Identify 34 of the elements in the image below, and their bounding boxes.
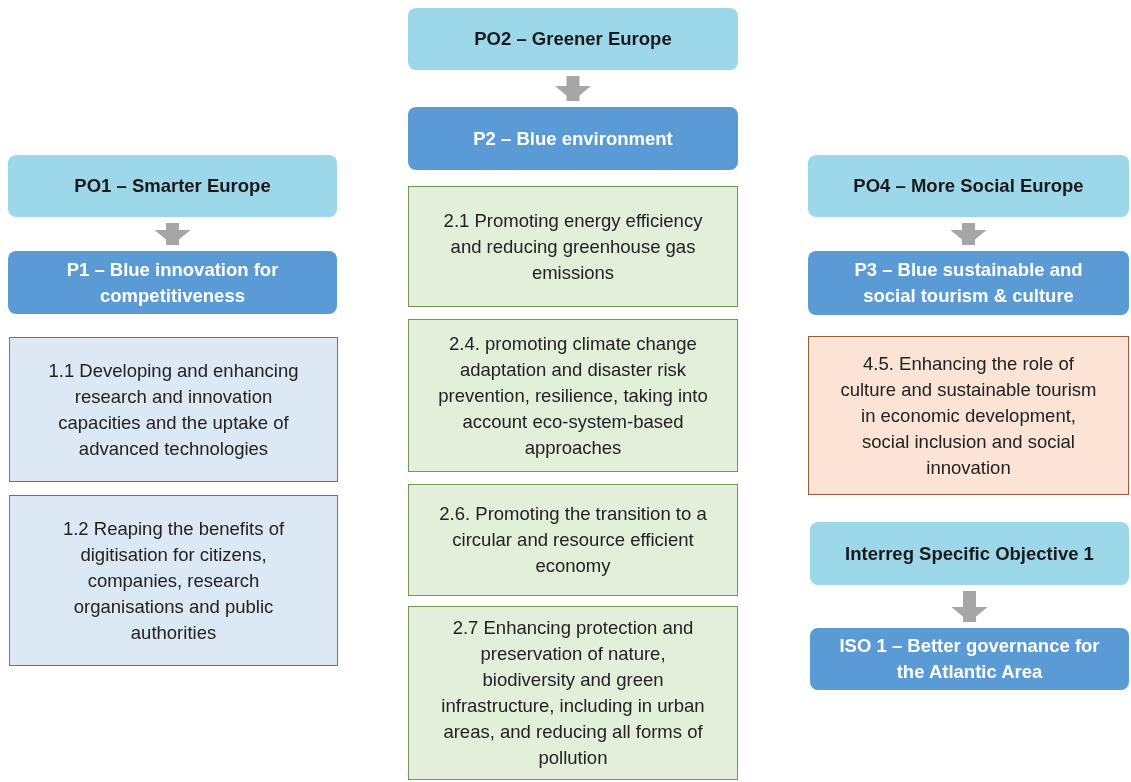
box-text: P1 – Blue innovation for competitiveness xyxy=(65,257,280,308)
objective-box xyxy=(810,522,1129,585)
priority-box xyxy=(8,251,337,314)
box-text: ISO 1 – Better governance for the Atlantic Area xyxy=(838,634,1101,684)
objective-box xyxy=(9,337,338,482)
priority-box xyxy=(810,628,1129,690)
box-text: P2 – Blue environment xyxy=(473,126,673,151)
priority-box xyxy=(808,251,1129,315)
objective-box xyxy=(408,606,738,780)
objective-box xyxy=(9,495,338,666)
box-text: 2.6. Promoting the transition to a circular and resource efficient economy xyxy=(438,502,708,578)
block-arrow xyxy=(154,223,191,245)
box-text: PO4 – More Social Europe xyxy=(853,174,1084,198)
block-arrow xyxy=(951,591,988,622)
box-text: 4.5. Enhancing the role of culture and sustainable tourism in economic development, social inclusion and social innovation xyxy=(839,351,1098,480)
box-text: PO2 – Greener Europe xyxy=(474,27,672,51)
block-arrow xyxy=(555,76,591,101)
objective-box xyxy=(408,319,738,472)
box-text: 2.7 Enhancing protection and preservation of nature, biodiversity and green infrastructure, including in urban areas, and reducing all forms of pollution xyxy=(440,616,706,770)
box-text: Interreg Specific Objective 1 xyxy=(845,541,1094,566)
objective-box xyxy=(408,186,738,307)
box-text: 1.2 Reaping the benefits of digitisation for citizens, companies, research organisations and public authorities xyxy=(61,516,286,645)
box-text: P3 – Blue sustainable and social tourism & culture xyxy=(853,258,1084,308)
priority-box xyxy=(408,107,738,170)
objective-box xyxy=(408,8,738,70)
objective-box xyxy=(8,155,337,217)
objective-box xyxy=(808,336,1129,495)
box-text: 2.1 Promoting energy efficiency and reducing greenhouse gas emissions xyxy=(442,208,704,285)
objective-box xyxy=(808,155,1129,217)
box-text: PO1 – Smarter Europe xyxy=(74,174,271,198)
objective-box xyxy=(408,484,738,596)
block-arrow xyxy=(950,223,987,245)
box-text: 1.1 Developing and enhancing research and innovation capacities and the uptake of advanced technologies xyxy=(47,358,300,461)
box-text: 2.4. promoting climate change adaptation and disaster risk prevention, resilience, taking into account eco-system-based approaches xyxy=(437,331,709,460)
